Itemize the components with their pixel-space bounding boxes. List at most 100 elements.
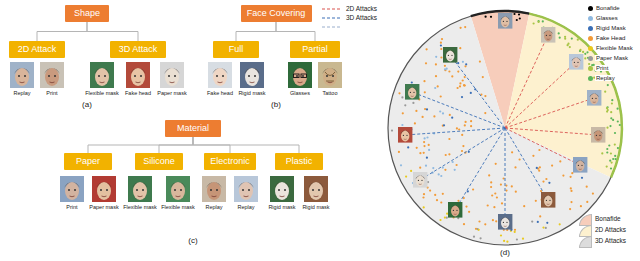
scatter-point bbox=[428, 149, 430, 151]
scatter-point bbox=[472, 188, 474, 190]
box-label: Full bbox=[229, 45, 244, 55]
scatter-point bbox=[479, 61, 481, 63]
scatter-point bbox=[439, 110, 441, 112]
scatter-point bbox=[617, 147, 619, 149]
subcategory-box: 2D Attack bbox=[9, 41, 65, 58]
scatter-point bbox=[456, 127, 458, 129]
scatter-point bbox=[546, 222, 548, 224]
scatter-point bbox=[440, 95, 442, 97]
scatter-point bbox=[464, 65, 466, 67]
scatter-point bbox=[519, 158, 521, 160]
panel-letter: (c) bbox=[188, 236, 197, 245]
scatter-point bbox=[440, 56, 442, 58]
scatter-point bbox=[441, 38, 443, 40]
scatter-point bbox=[542, 20, 544, 22]
scatter-point bbox=[484, 95, 486, 97]
scatter-point bbox=[584, 57, 586, 59]
scatter-point bbox=[559, 37, 561, 39]
scatter-point bbox=[459, 47, 461, 49]
scatter-point bbox=[619, 124, 621, 126]
scatter-point bbox=[444, 169, 446, 171]
scatter-point bbox=[465, 206, 467, 208]
scatter-point bbox=[442, 167, 444, 169]
scatter-point bbox=[423, 80, 425, 82]
tree-connector bbox=[276, 22, 315, 41]
box-label: Electronic bbox=[210, 157, 250, 167]
thumbnail-caption: Fake head bbox=[125, 90, 151, 96]
category-box: Material bbox=[165, 120, 221, 137]
scatter-point bbox=[451, 75, 453, 77]
scatter-point bbox=[425, 62, 427, 64]
thumbnail-caption: Rigid mask bbox=[268, 204, 295, 210]
scatter-point bbox=[436, 199, 438, 201]
scatter-point bbox=[506, 241, 508, 243]
legend-text: 2D Attacks bbox=[594, 226, 627, 233]
scatter-point bbox=[459, 82, 461, 84]
scatter-point bbox=[458, 128, 460, 130]
scatter-point bbox=[510, 230, 512, 232]
scatter-point bbox=[586, 186, 588, 188]
legend-line-sample bbox=[322, 18, 342, 19]
thumbnail bbox=[498, 214, 512, 230]
scatter-point bbox=[435, 63, 437, 65]
scatter-point bbox=[564, 36, 566, 38]
scatter-point bbox=[562, 175, 564, 177]
legend-text: Replay bbox=[595, 75, 616, 82]
scatter-point bbox=[468, 211, 470, 213]
scatter-point bbox=[468, 151, 470, 153]
scatter-point bbox=[457, 62, 459, 64]
scatter-point bbox=[586, 201, 588, 203]
thumbnail bbox=[541, 27, 555, 43]
rays-3d bbox=[405, 55, 548, 222]
legend-text: Fake Head bbox=[595, 35, 626, 42]
scatter-point bbox=[448, 138, 450, 140]
thumbnail bbox=[288, 62, 312, 88]
scatter-point bbox=[514, 231, 516, 233]
scatter-point bbox=[470, 92, 472, 94]
scatter-point bbox=[570, 190, 572, 192]
scatter-point bbox=[608, 144, 610, 146]
thumbnail bbox=[591, 127, 605, 143]
scatter-point bbox=[443, 124, 445, 126]
scatter-point bbox=[415, 110, 417, 112]
scatter-point bbox=[614, 144, 616, 146]
thumbnail-caption: Flexible mask bbox=[85, 90, 119, 96]
scatter-point bbox=[480, 237, 482, 239]
scatter-point bbox=[478, 220, 480, 222]
tree-connector bbox=[236, 22, 276, 41]
scatter-point bbox=[545, 227, 547, 229]
scatter-point bbox=[464, 26, 466, 28]
scatter-point bbox=[454, 169, 456, 171]
thumbnail-caption: Replay bbox=[237, 204, 254, 210]
scatter-point bbox=[419, 167, 421, 169]
box-label: Face Covering bbox=[247, 9, 306, 19]
scatter-point bbox=[505, 185, 507, 187]
scatter-point bbox=[400, 164, 402, 166]
scatter-point bbox=[465, 63, 467, 65]
scatter-point bbox=[569, 208, 571, 210]
panel-letter: (d) bbox=[500, 248, 510, 257]
scatter-point bbox=[446, 213, 448, 215]
scatter-point bbox=[606, 111, 608, 113]
scatter-point bbox=[570, 176, 572, 178]
scatter-point bbox=[467, 190, 469, 192]
scatter-point bbox=[570, 187, 572, 189]
scatter-point bbox=[570, 201, 572, 203]
scatter-point bbox=[423, 145, 425, 147]
scatter-point bbox=[422, 116, 424, 118]
scatter-point bbox=[610, 117, 612, 119]
scatter-point bbox=[440, 48, 442, 50]
thumbnail bbox=[90, 62, 114, 88]
scatter-point bbox=[461, 96, 463, 98]
scatter-point bbox=[538, 21, 540, 23]
box-label: Paper bbox=[76, 157, 100, 167]
scatter-point bbox=[609, 160, 611, 162]
scatter-point bbox=[503, 240, 505, 242]
scatter-point bbox=[463, 223, 465, 225]
scatter-point bbox=[446, 217, 448, 219]
tree-connector bbox=[37, 22, 87, 41]
legend-text: 3D Attacks bbox=[346, 14, 377, 21]
scatter-point bbox=[514, 166, 516, 168]
scatter-point bbox=[581, 177, 583, 179]
